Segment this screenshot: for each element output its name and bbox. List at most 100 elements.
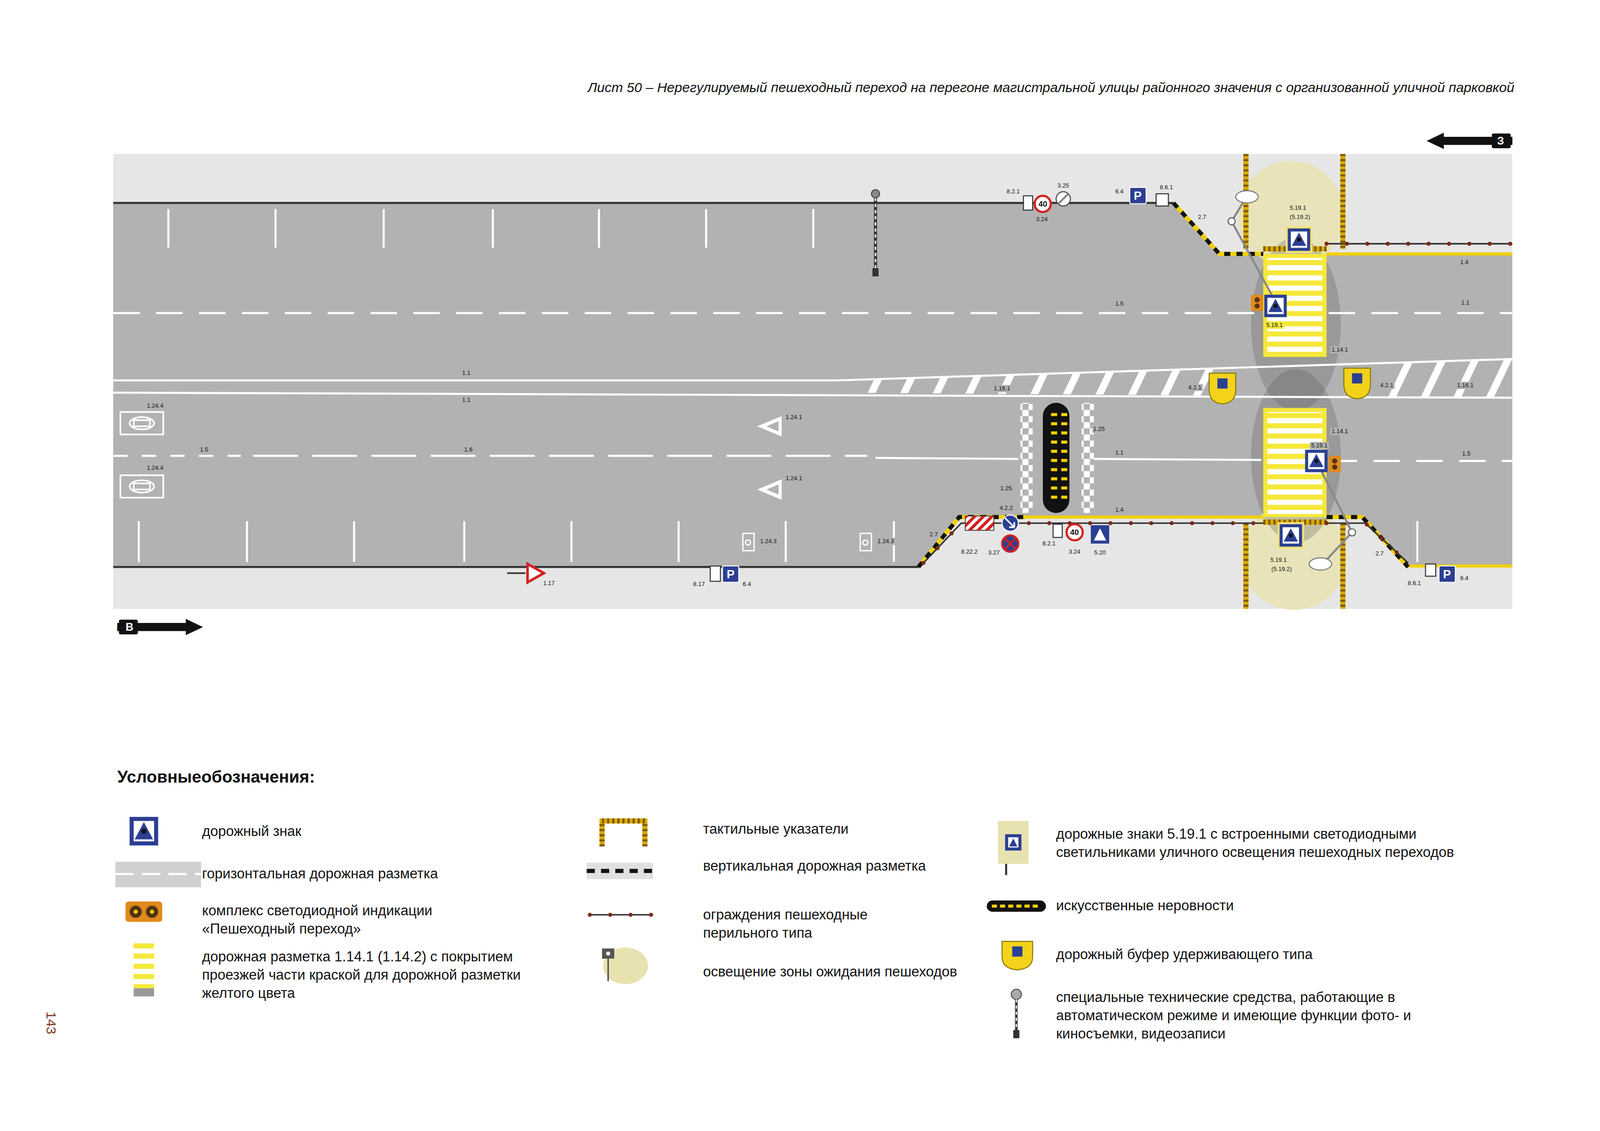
tactile-strip <box>1340 523 1346 609</box>
marking-code: 1.16.1 <box>992 384 1012 393</box>
lane-marking <box>113 454 241 457</box>
parking-place-marking <box>133 483 151 490</box>
crossing-sign <box>1279 524 1303 547</box>
keep-right-sign <box>1002 514 1019 532</box>
legend-icon <box>129 905 142 919</box>
sign-plate <box>1156 193 1169 207</box>
parking-stall-marking <box>1416 521 1419 562</box>
crossing-sign-520 <box>1093 528 1107 541</box>
marking-code: 5.19.1 <box>1270 556 1287 564</box>
legend-icon <box>145 905 159 919</box>
marking-code: 8.2.1 <box>1006 188 1020 196</box>
legend-icon <box>133 988 155 997</box>
curb-line <box>113 566 919 568</box>
marking-code: 1.14.1 <box>1329 427 1350 436</box>
yield-marking <box>757 415 782 437</box>
legend-icon <box>586 862 653 880</box>
parking-stall-marking <box>491 208 494 248</box>
arrow-shape <box>117 618 203 636</box>
legend-text: освещение зоны ожидания пешеходов <box>702 962 1009 982</box>
edge-line-yellow <box>1407 564 1512 568</box>
crossing-sign <box>1308 452 1325 470</box>
warning-sign <box>507 564 545 583</box>
island-hatching <box>899 354 923 402</box>
legend-icon <box>1013 1030 1020 1039</box>
sign-plate <box>722 566 739 583</box>
hazard-plate <box>965 516 994 531</box>
marking-code: 3.25 <box>1057 182 1070 189</box>
legend-icon <box>992 904 1041 909</box>
end-limit-sign <box>1058 193 1069 204</box>
lighting-zone <box>1237 161 1345 268</box>
island-hatching <box>1454 354 1478 402</box>
no-stopping-sign <box>1005 538 1016 549</box>
hazard-plate <box>965 516 994 531</box>
island-hatching <box>1422 354 1445 402</box>
roadway <box>113 202 1512 567</box>
road-buffer <box>1209 373 1236 404</box>
parking-stall-marking <box>274 208 277 248</box>
led-indicator <box>1328 456 1341 473</box>
crossing-sign <box>1304 449 1328 473</box>
legend-icon <box>133 943 155 989</box>
marking-code: 1.25 <box>1091 425 1107 434</box>
legend-icon <box>133 943 155 989</box>
crossing-sign <box>1267 297 1284 315</box>
speed-bump <box>1042 402 1070 514</box>
tactile-strip <box>1246 154 1344 609</box>
marking-code: 5.19.1 <box>1309 441 1330 450</box>
legend-icon <box>129 816 159 846</box>
marking-code: 3.27 <box>987 549 1000 556</box>
parking-stall-marking <box>137 521 140 562</box>
marking-code: 5.20 <box>1094 549 1106 556</box>
crossing-sign <box>1291 232 1306 246</box>
street-light <box>1228 190 1356 571</box>
speed-limit-sign: 40 <box>1065 523 1084 542</box>
legend-icon <box>997 820 1029 864</box>
sign-plate <box>1438 566 1456 583</box>
lane-marking <box>113 358 1512 381</box>
legend-text: вертикальная дорожная разметка <box>702 857 979 876</box>
parking-stall-marking <box>570 521 573 562</box>
marking-code: 8.22.2 <box>961 548 978 556</box>
edge-line-yellow <box>1025 254 1512 567</box>
legend-icon <box>1015 999 1018 1031</box>
speed-bump <box>1042 402 1070 514</box>
marking-code: 8.17 <box>693 581 705 588</box>
pedestrian-fence <box>1326 243 1512 245</box>
marking-code: 6.4 <box>1459 575 1469 582</box>
legend-icon <box>1007 837 1019 848</box>
marking-code: 1.6 <box>462 446 474 454</box>
island-hatching <box>965 354 988 402</box>
island-hatching <box>932 354 956 402</box>
direction-arrow: З <box>1426 132 1513 150</box>
marking-code: 2.7 <box>1375 550 1384 557</box>
crossing-sign <box>1277 522 1304 549</box>
legend-icon <box>607 958 609 982</box>
legend-text: ограждения пешеходные перильного типа <box>702 905 902 943</box>
sign-plate <box>710 193 1436 582</box>
sign-text: В <box>125 621 134 633</box>
legend-icon <box>141 828 147 834</box>
pedestrian-fence <box>923 243 1513 563</box>
legend-text: дорожная разметка 1.14.1 (1.14.2) с покр… <box>202 947 570 1003</box>
parking-stall-marking <box>705 208 707 248</box>
crossing-sign <box>1297 237 1302 242</box>
road-buffer <box>1217 378 1228 389</box>
tactile-strip <box>1340 523 1346 609</box>
sign-plate <box>1129 187 1147 204</box>
marking-code: 3.24 <box>1068 548 1081 556</box>
legend-text: искусственные неровности <box>1056 896 1491 915</box>
parking-stall-marking <box>677 521 680 562</box>
island-hatching <box>1389 354 1413 402</box>
lane-marking <box>1093 458 1262 460</box>
marking-code: 1.4 <box>1113 506 1125 514</box>
marking-code: 1.1 <box>460 396 472 404</box>
crossing-sign <box>1283 528 1298 542</box>
arrow-shape <box>1491 133 1511 148</box>
island-hatching <box>1096 354 1119 402</box>
crossing-sign-520 <box>1090 525 1110 544</box>
sign-text: P <box>726 568 735 581</box>
parking-sign: P <box>722 566 739 583</box>
